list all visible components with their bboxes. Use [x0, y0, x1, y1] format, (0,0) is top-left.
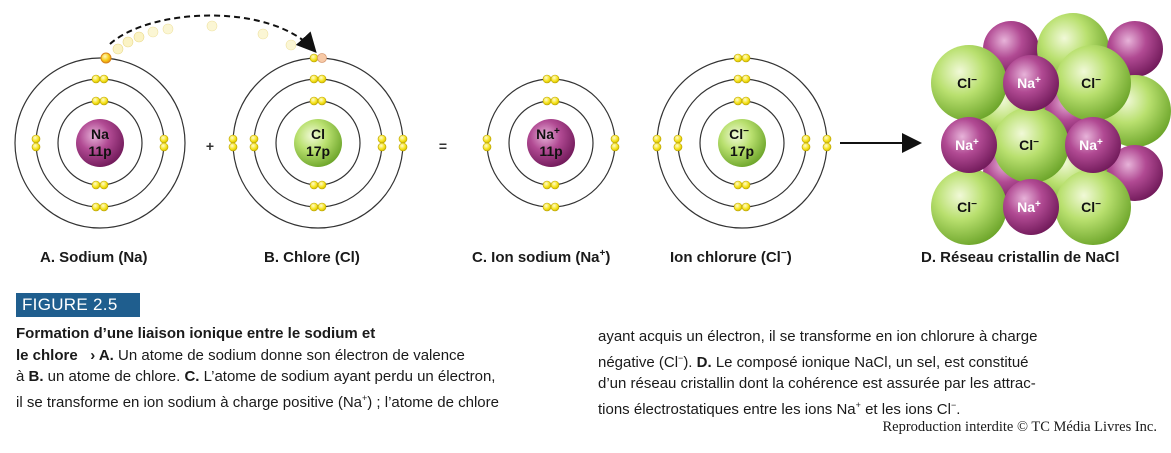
label-lattice: D. Réseau cristallin de NaCl: [921, 249, 1120, 266]
sodium-sphere: [941, 117, 997, 173]
received-electron: [317, 53, 327, 63]
caption-right: ayant acquis un électron, il se transfor…: [598, 328, 1038, 418]
ionic-bond-diagram: Na 11p + Cl 17p: [14, 13, 1171, 245]
chloride-sphere: [1055, 169, 1131, 245]
chloride-ion-nucleus: [718, 119, 766, 167]
sodium-sphere: [1065, 117, 1121, 173]
chloride-label: Cl−: [1019, 137, 1039, 153]
sodium-electrons: [31, 74, 169, 212]
sodium-label: Na+: [955, 137, 979, 153]
chlorine-electrons: [228, 53, 408, 212]
plus-sign: +: [206, 138, 214, 154]
figure-tag: FIGURE 2.5: [16, 293, 140, 317]
electron-transfer-trail: [112, 20, 297, 55]
label-chlorine: B. Chlore (Cl): [264, 249, 360, 266]
label-sodium-ion: C. Ion sodium (Na+): [472, 248, 611, 267]
sodium-atom: Na 11p: [14, 52, 186, 229]
chloride-ion-electrons: [652, 53, 832, 212]
sodium-ion-symbol: Na+: [536, 126, 560, 142]
sodium-protons: 11p: [88, 143, 111, 159]
caption-title: Formation d’une liaison ionique entre le…: [16, 325, 376, 364]
chloride-label: Cl−: [1081, 199, 1101, 215]
chloride-ion-symbol: Cl−: [729, 126, 749, 142]
chlorine-symbol: Cl: [311, 126, 325, 142]
sodium-ion-nucleus: [527, 119, 575, 167]
chloride-label: Cl−: [1081, 75, 1101, 91]
chlorine-atom: Cl 17p: [228, 53, 408, 229]
sodium-label: Na+: [1017, 75, 1041, 91]
chlorine-nucleus: [294, 119, 342, 167]
caption-left: Formation d’une liaison ionique entre le…: [16, 325, 499, 411]
equals-sign: =: [439, 138, 447, 154]
label-sodium: A. Sodium (Na): [40, 249, 148, 266]
chloride-sphere: [931, 169, 1007, 245]
valence-electron: [100, 52, 112, 64]
label-chloride-ion: Ion chlorure (Cl−): [670, 248, 792, 267]
chloride-ion-protons: 17p: [730, 143, 754, 159]
chloride-sphere: [931, 45, 1007, 121]
nacl-lattice: Cl− Cl− Cl− Cl− Cl− Na+ Na+ Na+ Na+: [931, 13, 1171, 245]
sodium-symbol: Na: [91, 126, 109, 142]
chloride-sphere: [993, 107, 1069, 183]
sodium-ion: Na+ 11p: [482, 74, 620, 212]
sodium-ion-protons: 11p: [539, 143, 562, 159]
sodium-label: Na+: [1017, 199, 1041, 215]
sodium-label: Na+: [1079, 137, 1103, 153]
sodium-sphere: [1003, 55, 1059, 111]
transfer-arrow: [109, 14, 317, 53]
sodium-nucleus: [76, 119, 124, 167]
sodium-sphere: [1003, 179, 1059, 235]
chloride-label: Cl−: [957, 199, 977, 215]
chloride-ion: Cl− 17p: [652, 53, 832, 229]
sodium-ion-electrons: [482, 74, 620, 212]
chloride-sphere: [1055, 45, 1131, 121]
chlorine-protons: 17p: [306, 143, 330, 159]
chloride-label: Cl−: [957, 75, 977, 91]
credit-line: Reproduction interdite © TC Média Livres…: [882, 419, 1157, 435]
